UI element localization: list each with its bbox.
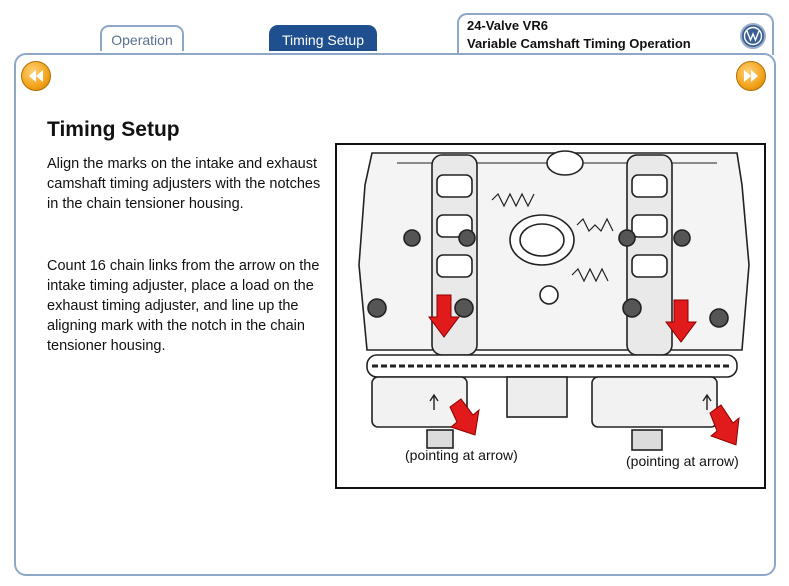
header-title-line1: 24-Valve VR6	[467, 18, 548, 33]
figure-caption-left: (pointing at arrow)	[405, 447, 518, 463]
tab-operation[interactable]: Operation	[100, 25, 184, 51]
page-title: Timing Setup	[47, 118, 180, 141]
figure-caption-right: (pointing at arrow)	[626, 453, 739, 469]
instruction-paragraph-1: Align the marks on the intake and exhaus…	[47, 156, 321, 212]
header-title-box: 24-Valve VR6 Variable Camshaft Timing Op…	[457, 13, 774, 55]
vw-logo-icon	[740, 23, 766, 49]
tab-timing-setup[interactable]: Timing Setup	[269, 25, 377, 51]
engine-timing-diagram	[335, 143, 766, 489]
instruction-paragraph-2: Count 16 chain links from the arrow on t…	[47, 258, 320, 354]
rewind-icon[interactable]	[21, 61, 51, 91]
fast-forward-icon[interactable]	[736, 61, 766, 91]
engine-drawing	[358, 150, 750, 451]
header-title-line2: Variable Camshaft Timing Operation	[467, 36, 691, 51]
